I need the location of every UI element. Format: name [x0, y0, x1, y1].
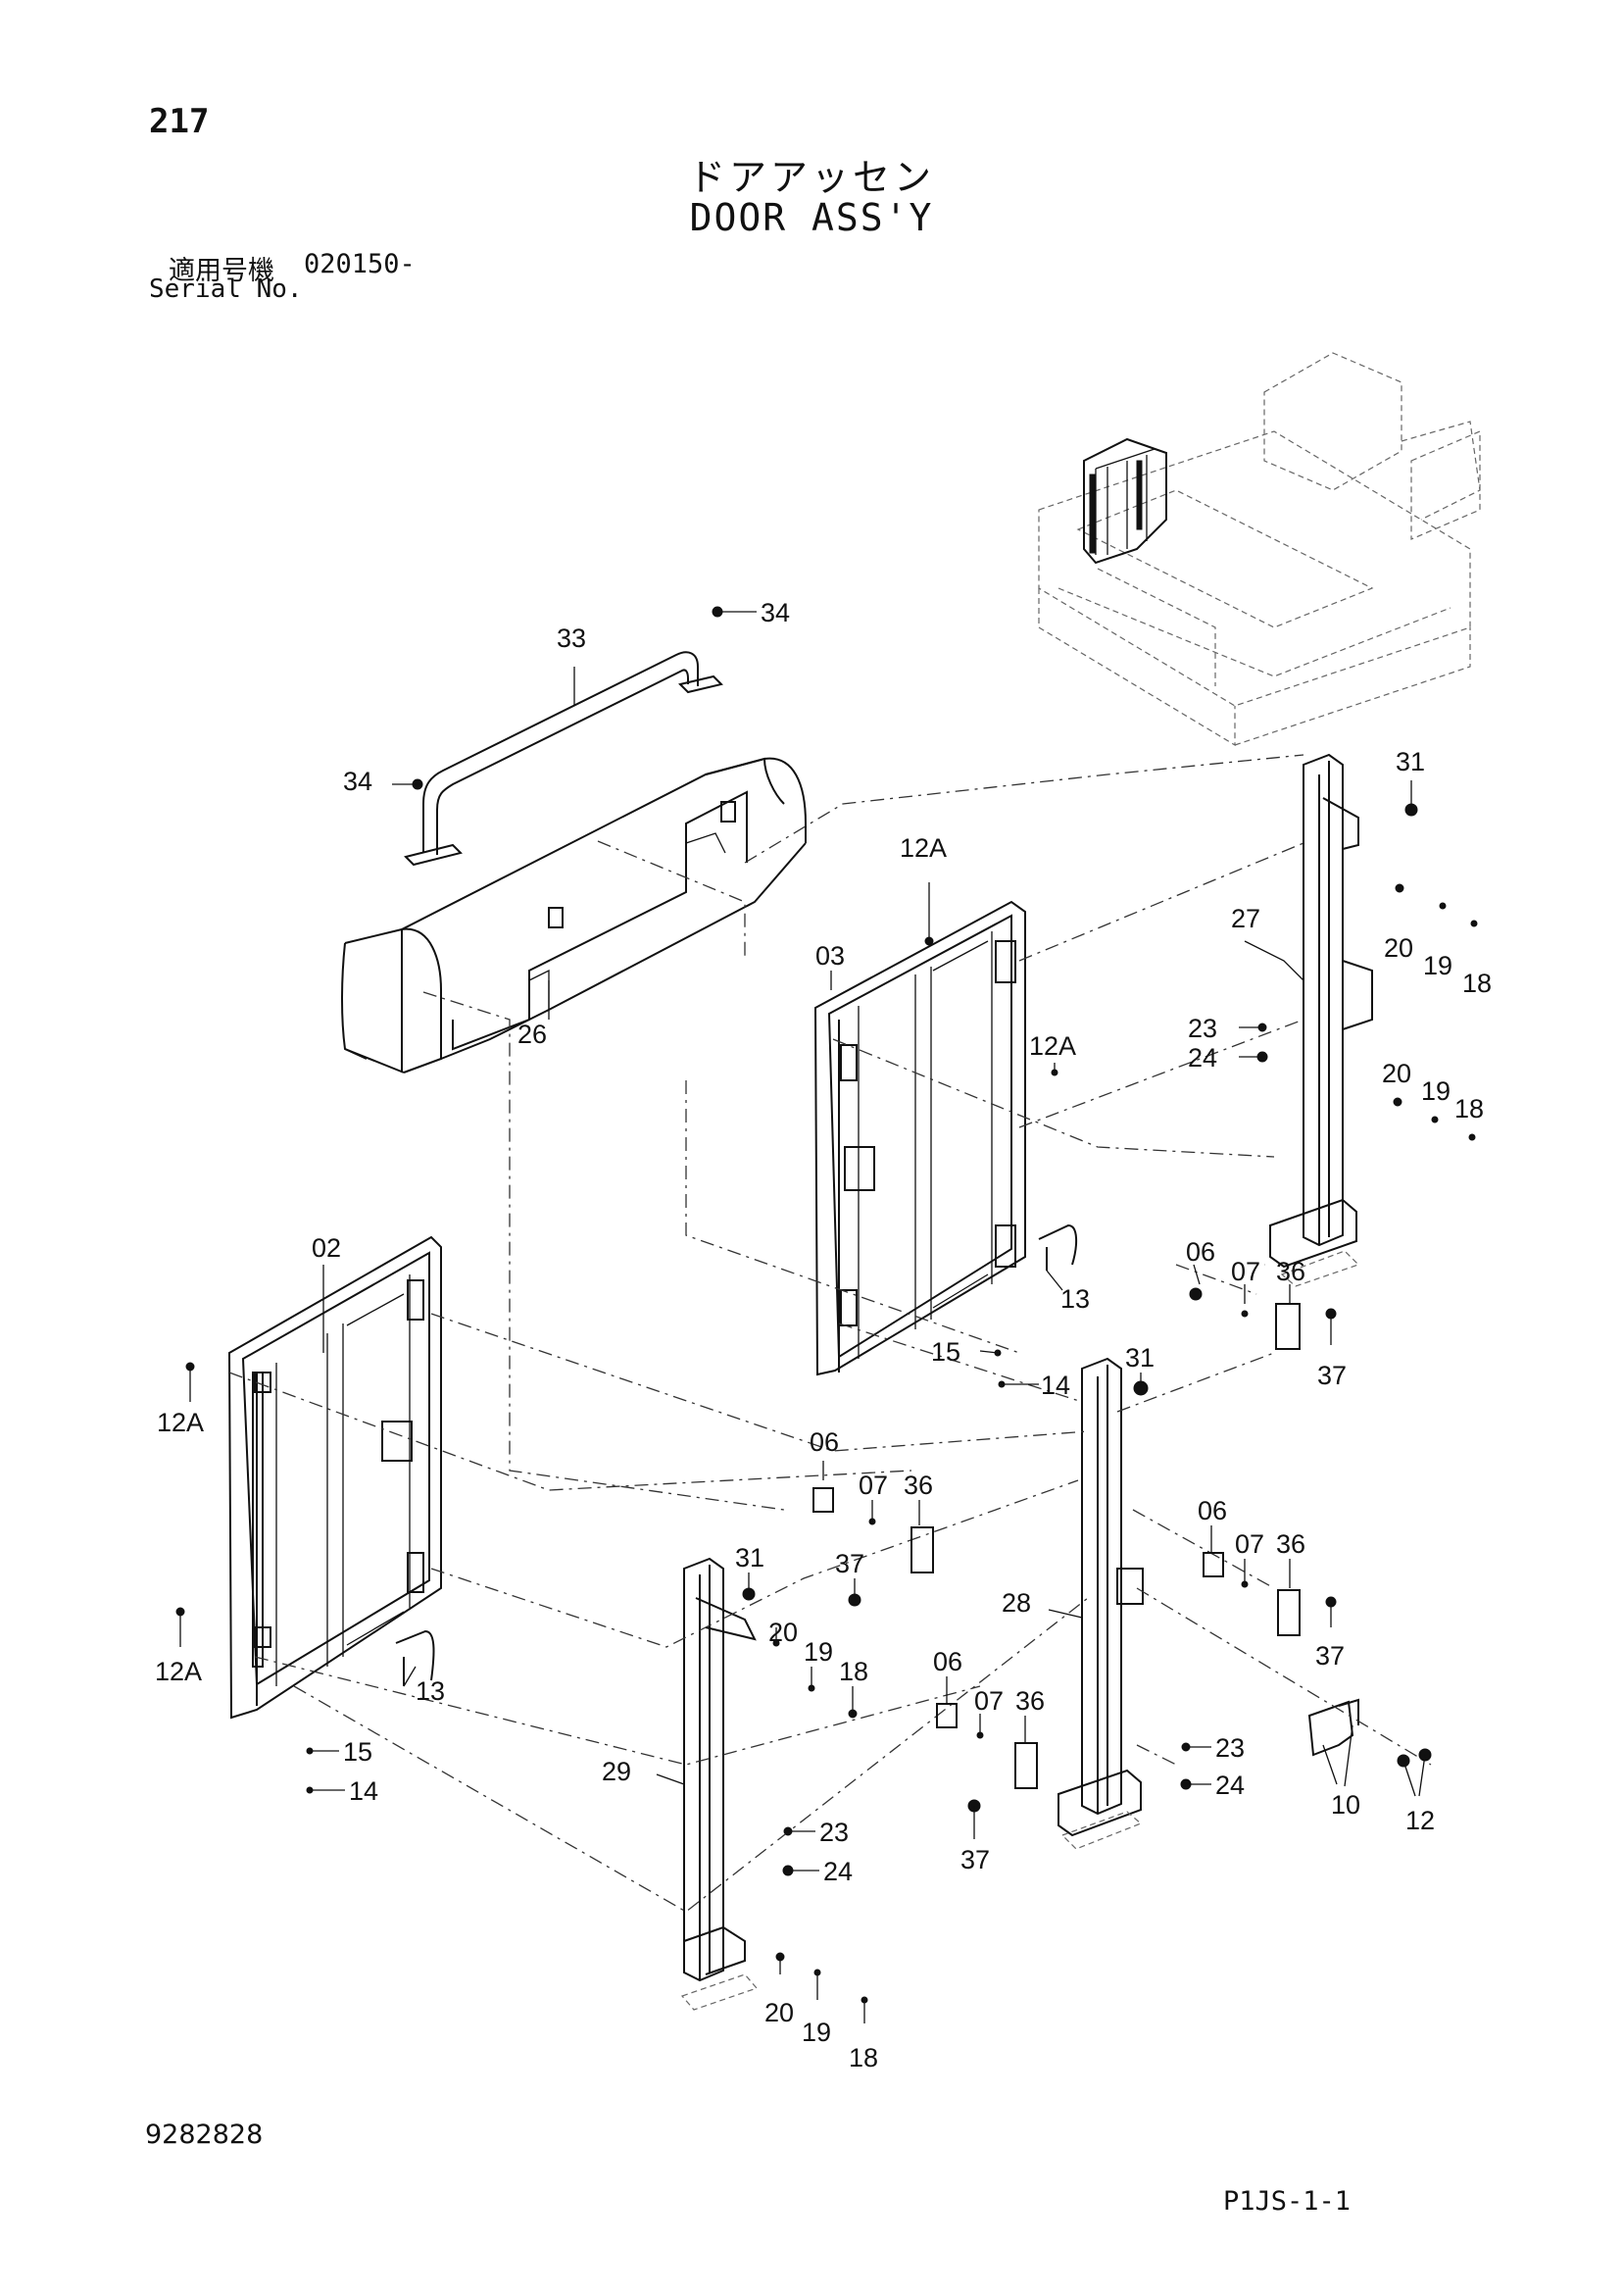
callout-23-b: 23 [1215, 1733, 1245, 1763]
callout-06-a: 06 [1186, 1237, 1215, 1267]
callout-07-b: 07 [859, 1471, 888, 1500]
callout-26: 26 [517, 1020, 547, 1049]
callout-labels: 34 33 34 26 12A 03 31 27 20 19 18 23 24 … [155, 598, 1492, 2072]
callout-34-left: 34 [343, 767, 372, 796]
callout-33: 33 [557, 624, 586, 653]
bracket-10 [1307, 1698, 1359, 1757]
callout-06-c: 06 [1198, 1496, 1227, 1525]
callout-36-d: 36 [1015, 1686, 1045, 1716]
callout-14-left: 14 [349, 1776, 378, 1806]
callout-20-c: 20 [768, 1618, 798, 1647]
location-inset [1038, 352, 1481, 747]
callout-19-d: 19 [802, 2018, 831, 2047]
callout-18-d: 18 [849, 2043, 878, 2072]
post-27 [1269, 753, 1373, 1287]
left-door-panel [227, 1235, 442, 1720]
callout-24-c: 24 [823, 1857, 853, 1886]
callout-14-mid: 14 [1041, 1371, 1070, 1400]
callout-28: 28 [1002, 1588, 1031, 1618]
post-28 [1057, 1357, 1144, 1850]
callout-15-left: 15 [343, 1737, 372, 1767]
title-english: DOOR ASS'Y [689, 196, 934, 239]
callout-19-a: 19 [1423, 951, 1452, 980]
callout-37-d: 37 [960, 1845, 990, 1874]
callout-15-mid: 15 [931, 1337, 960, 1367]
callout-37-b: 37 [835, 1549, 864, 1578]
serial-range: 020150- [304, 249, 416, 279]
callout-02: 02 [312, 1233, 341, 1263]
callout-36-b: 36 [904, 1471, 933, 1500]
callout-24-a: 24 [1188, 1043, 1217, 1073]
callout-37-c: 37 [1315, 1641, 1345, 1671]
callout-12a-top: 12A [900, 833, 947, 863]
post-29 [680, 1557, 759, 2011]
drawing-number: 9282828 [145, 2120, 264, 2150]
callout-03: 03 [815, 941, 845, 971]
callout-20-b: 20 [1382, 1059, 1411, 1088]
callout-34-top: 34 [761, 598, 790, 627]
callout-24-b: 24 [1215, 1771, 1245, 1800]
callout-13-mid: 13 [1060, 1284, 1090, 1314]
callout-06-d: 06 [933, 1647, 962, 1676]
assembly-lines [228, 754, 1432, 1913]
callout-07-d: 07 [974, 1686, 1004, 1716]
callout-18-a: 18 [1462, 969, 1492, 998]
top-cover [341, 757, 807, 1073]
callout-12a-left-bottom: 12A [155, 1657, 202, 1686]
callout-31-front: 31 [1125, 1343, 1155, 1373]
callout-19-c: 19 [804, 1637, 833, 1667]
callout-12a-left-top: 12A [157, 1408, 204, 1437]
leader-lines [179, 611, 1426, 2023]
callout-36-c: 36 [1276, 1529, 1305, 1559]
callout-12: 12 [1405, 1806, 1435, 1835]
serial-label-japanese: 適用号機 [169, 256, 274, 286]
callout-29: 29 [602, 1757, 631, 1786]
callout-23-c: 23 [819, 1818, 849, 1847]
callout-36-a: 36 [1276, 1257, 1305, 1286]
callout-37-a: 37 [1317, 1361, 1347, 1390]
callout-18-c: 18 [839, 1657, 868, 1686]
callout-13-left: 13 [416, 1676, 445, 1706]
callout-10: 10 [1331, 1790, 1360, 1820]
sheet-code: P1JS-1-1 [1223, 2186, 1352, 2217]
middle-door-panel [813, 900, 1026, 1376]
serial-label-english: Serial No. [149, 275, 303, 304]
callout-06-b: 06 [810, 1427, 839, 1457]
callout-20-a: 20 [1384, 933, 1413, 963]
callout-23-a: 23 [1188, 1014, 1217, 1043]
callout-18-b: 18 [1454, 1094, 1484, 1123]
callout-20-d: 20 [764, 1998, 794, 2027]
callout-12a-mid: 12A [1029, 1031, 1076, 1061]
callout-07-a: 07 [1231, 1257, 1260, 1286]
title-japanese: ドアアッセン [687, 156, 935, 199]
callout-07-c: 07 [1235, 1529, 1264, 1559]
callout-27: 27 [1231, 904, 1260, 933]
page-number: 217 [149, 102, 210, 141]
grab-handle [404, 651, 723, 867]
callout-31-rear: 31 [1396, 747, 1425, 776]
callout-31-left: 31 [735, 1543, 764, 1572]
callout-19-b: 19 [1421, 1076, 1451, 1106]
